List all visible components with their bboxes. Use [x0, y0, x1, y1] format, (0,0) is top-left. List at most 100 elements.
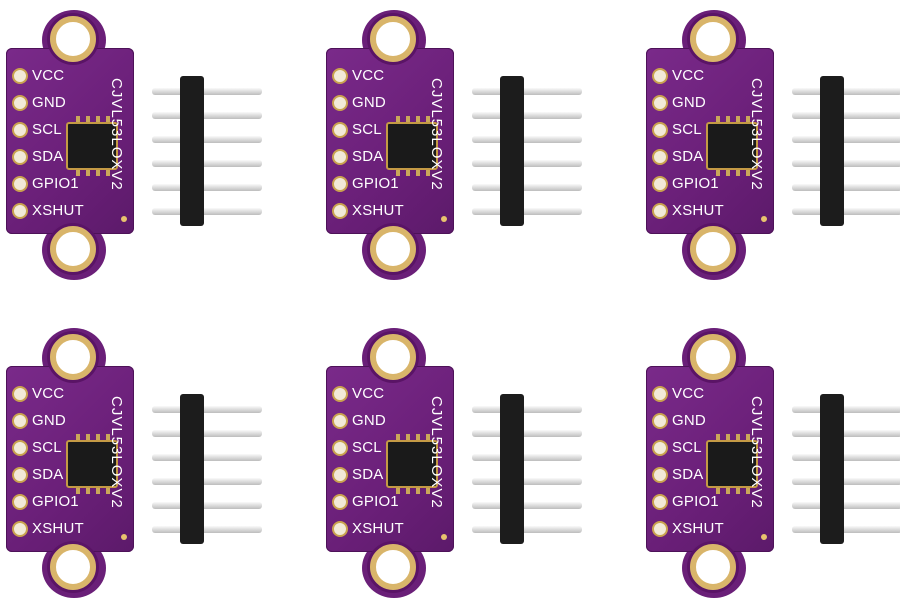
pin-label-vcc: VCC: [672, 67, 705, 84]
via-dot: [761, 534, 767, 540]
solder-pad: [652, 413, 668, 429]
chip-leg: [106, 488, 110, 494]
pin-header: [152, 76, 262, 226]
pin-header: [792, 394, 900, 544]
pin-label-gnd: GND: [32, 412, 66, 429]
header-pin: [792, 136, 900, 143]
pin-label-vcc: VCC: [32, 67, 65, 84]
solder-pad: [652, 386, 668, 402]
mount-hole-bottom: [690, 544, 736, 590]
chip-leg: [86, 488, 90, 494]
chip-leg: [106, 434, 110, 440]
header-pin: [792, 406, 900, 413]
chip-leg: [396, 116, 400, 122]
chip-leg: [736, 488, 740, 494]
chip-leg: [736, 170, 740, 176]
mount-hole-top: [690, 334, 736, 380]
chip-leg: [396, 488, 400, 494]
chip-leg: [426, 170, 430, 176]
chip-leg: [726, 116, 730, 122]
solder-pad: [332, 494, 348, 510]
pin-label-sda: SDA: [32, 148, 64, 165]
solder-pad: [12, 440, 28, 456]
header-pin: [152, 526, 262, 533]
pin-label-sda: SDA: [672, 148, 704, 165]
pin-label-gpio1: GPIO1: [32, 175, 79, 192]
mount-hole-bottom: [690, 226, 736, 272]
pin-label-gpio1: GPIO1: [32, 493, 79, 510]
mount-hole-bottom: [370, 226, 416, 272]
chip-leg: [86, 434, 90, 440]
solder-pad: [12, 494, 28, 510]
solder-pad: [332, 467, 348, 483]
chip-leg: [96, 488, 100, 494]
pin-label-xshut: XSHUT: [352, 520, 404, 537]
solder-pad: [332, 521, 348, 537]
model-label: CJVL53LOXV2: [108, 78, 125, 191]
header-pin: [152, 478, 262, 485]
solder-pad: [652, 176, 668, 192]
solder-pad: [332, 95, 348, 111]
header-pin: [152, 136, 262, 143]
sensor-chip: [386, 434, 438, 494]
solder-pad: [332, 440, 348, 456]
chip-leg: [426, 488, 430, 494]
pin-label-gnd: GND: [32, 94, 66, 111]
solder-pad: [652, 203, 668, 219]
header-pin: [792, 526, 900, 533]
chip-leg: [746, 170, 750, 176]
chip-leg: [716, 116, 720, 122]
header-pin: [472, 88, 582, 95]
solder-pad: [652, 95, 668, 111]
chip-leg: [736, 434, 740, 440]
solder-pad: [12, 122, 28, 138]
solder-pad: [332, 149, 348, 165]
header-pin: [472, 430, 582, 437]
solder-pad: [652, 122, 668, 138]
via-dot: [761, 216, 767, 222]
pin-label-gnd: GND: [672, 412, 706, 429]
header-pin: [792, 430, 900, 437]
pin-label-gnd: GND: [352, 94, 386, 111]
mount-hole-bottom: [370, 544, 416, 590]
header-plastic-block: [180, 76, 204, 226]
chip-leg: [86, 170, 90, 176]
solder-pad: [652, 440, 668, 456]
solder-pad: [332, 122, 348, 138]
chip-leg: [96, 116, 100, 122]
via-dot: [441, 216, 447, 222]
via-dot: [121, 534, 127, 540]
model-label: CJVL53LOXV2: [428, 78, 445, 191]
header-pin: [152, 160, 262, 167]
chip-leg: [76, 170, 80, 176]
header-plastic-block: [180, 394, 204, 544]
pin-header: [472, 76, 582, 226]
header-pin: [152, 184, 262, 191]
pin-label-xshut: XSHUT: [352, 202, 404, 219]
pin-label-vcc: VCC: [352, 385, 385, 402]
pin-label-gnd: GND: [672, 94, 706, 111]
chip-leg: [726, 170, 730, 176]
mount-hole-top: [690, 16, 736, 62]
mount-hole-top: [370, 334, 416, 380]
chip-leg: [406, 434, 410, 440]
solder-pad: [332, 386, 348, 402]
chip-leg: [76, 116, 80, 122]
header-pin: [152, 112, 262, 119]
header-pin: [792, 502, 900, 509]
via-dot: [441, 534, 447, 540]
header-pin: [472, 160, 582, 167]
solder-pad: [652, 68, 668, 84]
pin-label-gnd: GND: [352, 412, 386, 429]
header-pin: [472, 112, 582, 119]
pin-label-scl: SCL: [672, 121, 702, 138]
chip-leg: [106, 116, 110, 122]
pin-label-vcc: VCC: [352, 67, 385, 84]
header-pin: [792, 454, 900, 461]
sensor-chip: [706, 116, 758, 176]
chip-leg: [396, 434, 400, 440]
chip-leg: [426, 116, 430, 122]
